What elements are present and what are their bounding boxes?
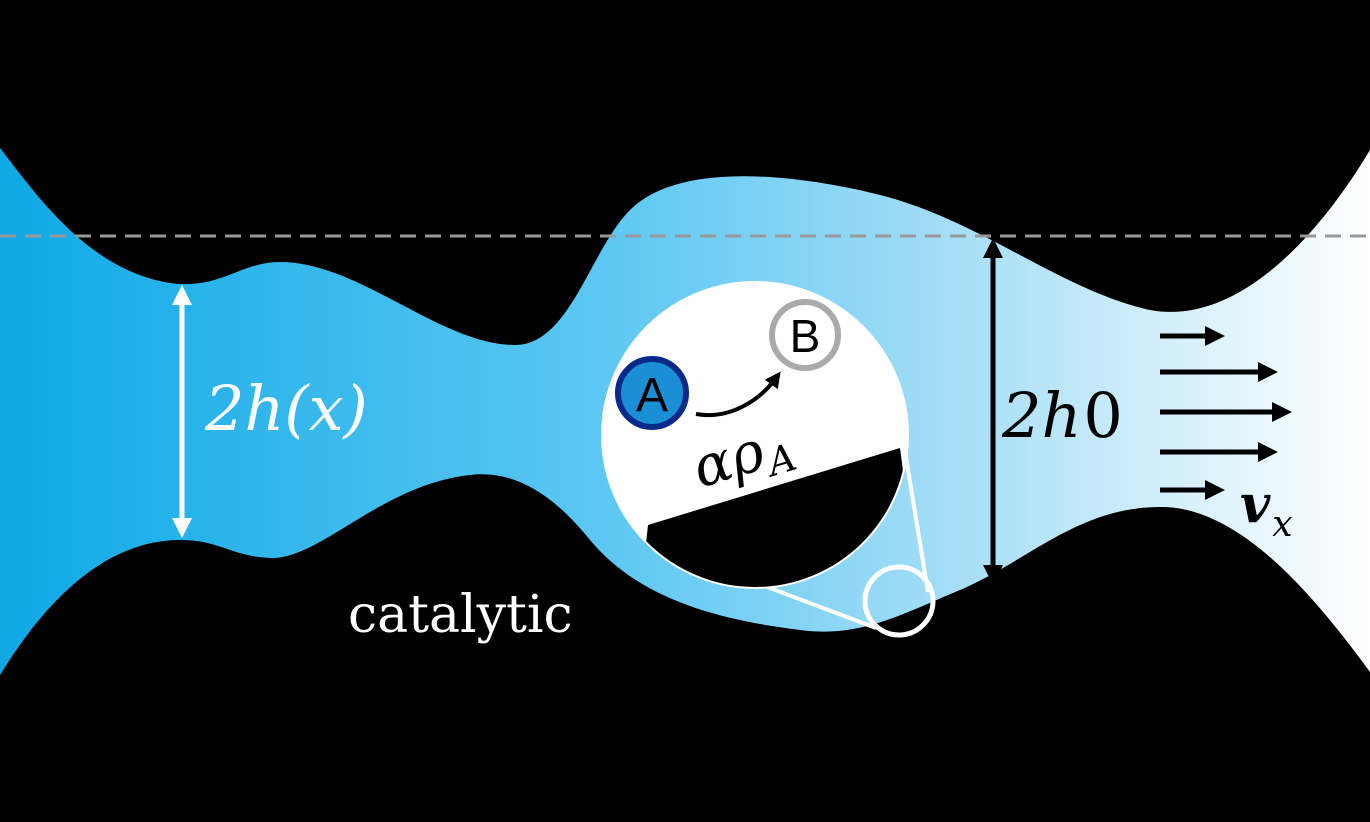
catalytic-label: catalytic: [348, 585, 573, 645]
velocity-label: vx: [1240, 474, 1293, 545]
svg-text:B: B: [790, 310, 821, 362]
h0-label: 2h0: [1001, 379, 1123, 452]
species-b-icon: B: [769, 299, 841, 371]
zoom-target-circle: [862, 564, 936, 638]
flow-arrows: [1160, 326, 1292, 500]
species-a-icon: A: [615, 356, 689, 430]
reaction-arrow-icon: [695, 371, 781, 418]
svg-text:A: A: [636, 369, 668, 422]
width-label: 2h(x): [204, 372, 368, 445]
